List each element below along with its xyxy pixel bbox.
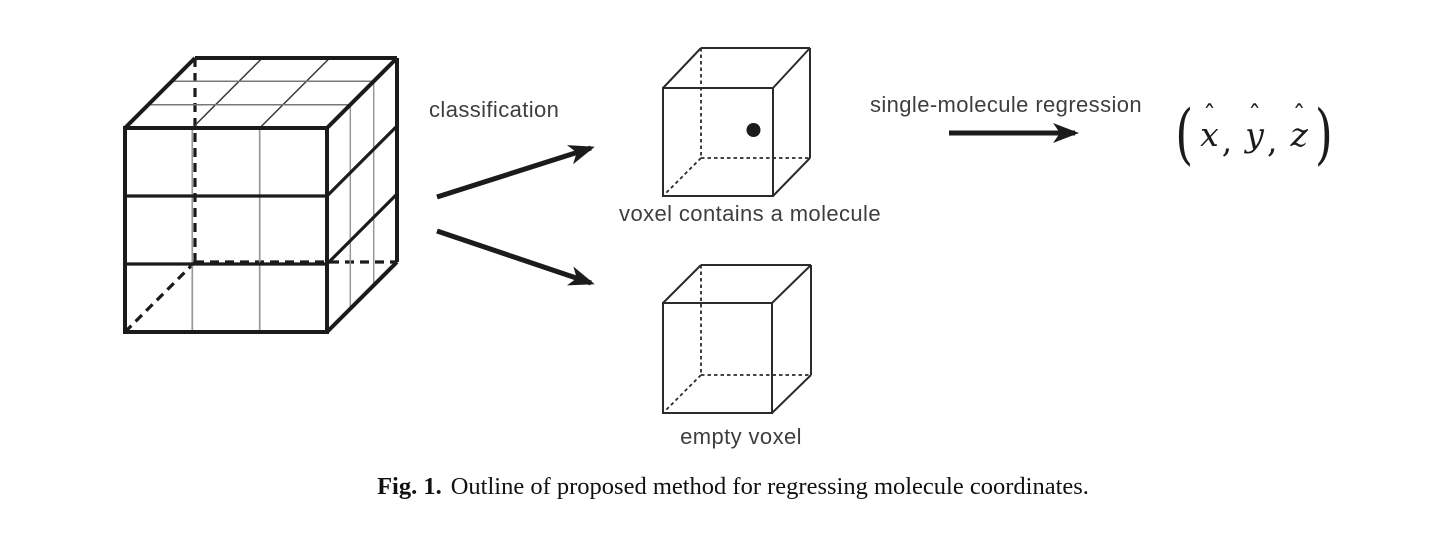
voxel-grid-outline bbox=[123, 56, 399, 334]
comma: , bbox=[1266, 120, 1278, 160]
figure-caption-tag: Fig. 1. bbox=[377, 473, 442, 500]
close-paren: ) bbox=[1314, 95, 1333, 173]
right-face-thin-grid bbox=[349, 81, 375, 309]
figure-caption-text: Outline of proposed method for regressin… bbox=[450, 473, 1089, 500]
z-letter: z bbox=[1290, 114, 1308, 154]
molecule-voxel-cube bbox=[662, 47, 811, 197]
regression-label: single-molecule regression bbox=[869, 92, 1143, 117]
figure-caption: Fig. 1. Outline of proposed method for re… bbox=[377, 473, 1089, 501]
voxel-grid-hidden-edges bbox=[123, 58, 397, 334]
comma: , bbox=[1221, 120, 1233, 160]
open-paren: ( bbox=[1175, 95, 1194, 173]
classification-arrow-to-molecule-voxel bbox=[436, 145, 595, 200]
hat-accent: ˆ bbox=[1248, 100, 1262, 131]
hat-accent: ˆ bbox=[1202, 100, 1216, 131]
empty-voxel-outline bbox=[662, 264, 812, 414]
row-divider-lines bbox=[125, 124, 399, 266]
top-face-grid bbox=[148, 57, 374, 129]
molecule-voxel-label: voxel contains a molecule bbox=[619, 201, 881, 226]
empty-voxel-cube bbox=[662, 264, 812, 414]
hat-accent: ˆ bbox=[1292, 100, 1306, 131]
classification-label: classification bbox=[429, 97, 560, 122]
voxel-grid-cube bbox=[123, 56, 399, 334]
y-letter: y bbox=[1245, 114, 1264, 154]
empty-voxel-hidden-edges bbox=[662, 265, 811, 414]
empty-voxel-label: empty voxel bbox=[680, 424, 802, 449]
molecule-voxel-outline bbox=[662, 47, 811, 197]
front-face-thin-grid bbox=[191, 128, 261, 332]
molecule-voxel-hidden-edges bbox=[662, 48, 810, 197]
classification-arrow-to-empty-voxel bbox=[436, 228, 595, 286]
molecule-dot bbox=[746, 123, 761, 137]
x-letter: x bbox=[1200, 114, 1219, 154]
